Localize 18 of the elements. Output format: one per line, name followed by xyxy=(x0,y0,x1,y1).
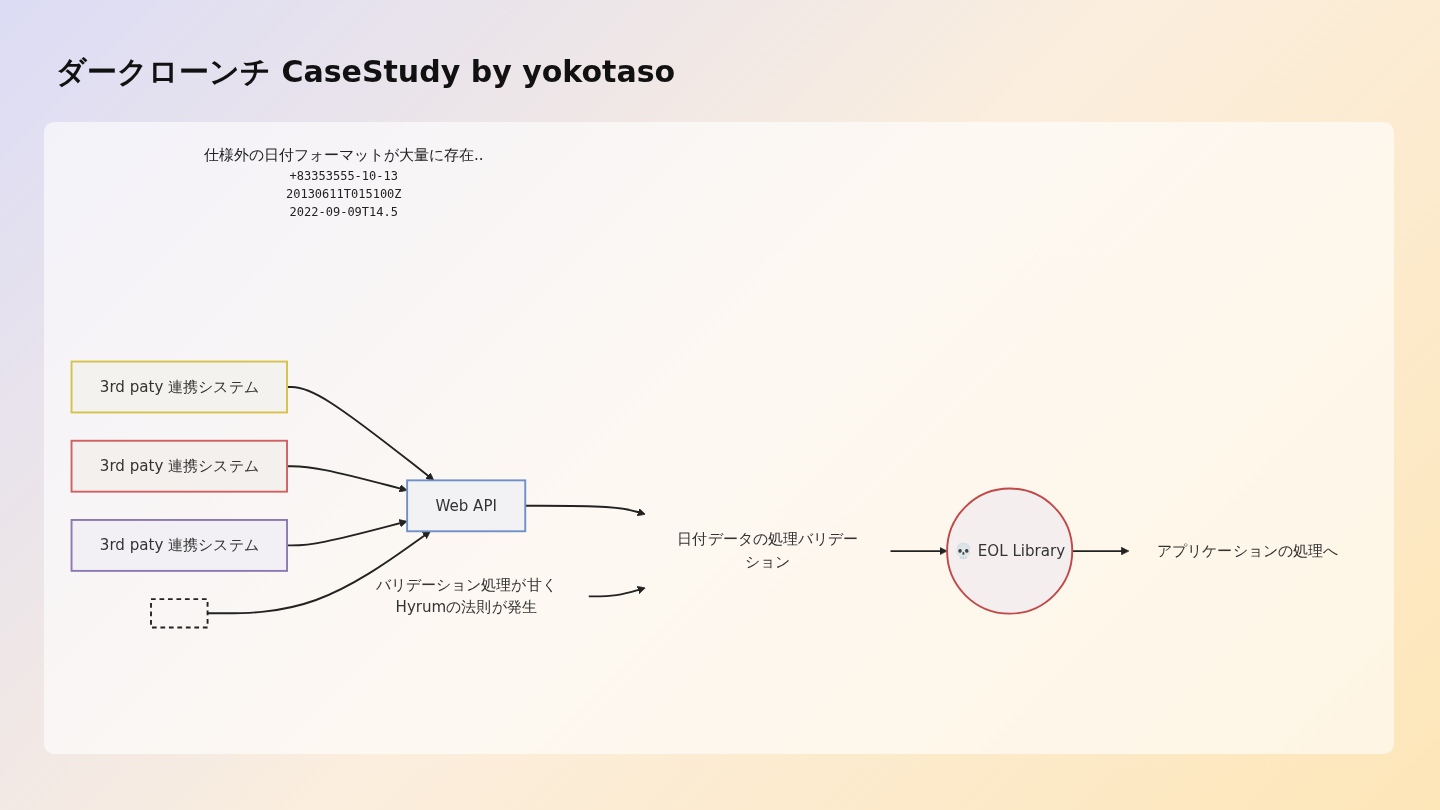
arrow xyxy=(889,546,948,555)
node-box xyxy=(406,479,527,532)
slide-title: ダークローンチ CaseStudy by yokotaso xyxy=(56,53,676,91)
node-text: アプリケーションの処理へ xyxy=(1157,541,1339,560)
node-circle xyxy=(946,487,1074,615)
arrow xyxy=(587,585,646,597)
node-line xyxy=(150,597,209,629)
arrow xyxy=(206,530,431,614)
node-text: バリデーション処理が甘くHyrumの法則が発生 xyxy=(375,575,557,616)
node-box xyxy=(70,439,288,493)
date-example: 2022-09-09T14.5 xyxy=(288,205,399,219)
date-example: +83353555-10-13 xyxy=(288,169,399,183)
node-text: 日付データの処理バリデーション xyxy=(677,530,859,571)
annotation-text: 仕様外の日付フォーマットが大量に存在.. xyxy=(204,146,484,165)
date-example: 20130611T015100Z xyxy=(284,187,403,201)
card-background: 仕様外の日付フォーマットが大量に存在.. +83353555-10-13 20130611T015100Z 2022-09-09T14.5 3rd paty 連携システム 3rd paty 連携システム 3rd paty 連携システム Web API 日付データの処理バリデーション 💀 EOL Library アプリケーションの処理へ バリデーション処理が甘くHyrumの法則が発生 xyxy=(44,122,1394,754)
node-box xyxy=(70,518,288,572)
node-box xyxy=(70,360,288,414)
